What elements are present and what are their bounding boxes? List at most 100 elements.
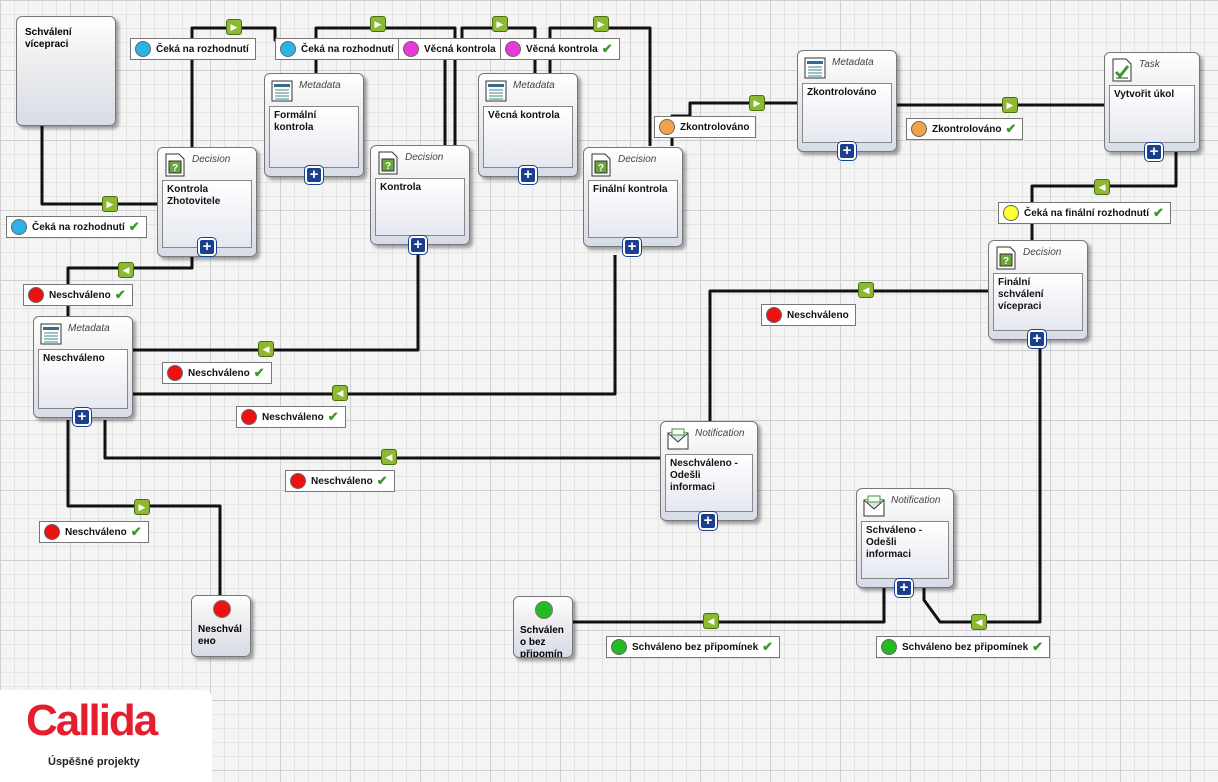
status-badge[interactable]: Věcná kontrola✔	[500, 38, 620, 60]
node-label: Kontrola Zhotovitele	[167, 184, 221, 207]
status-badge[interactable]: Neschváleno✔	[23, 284, 133, 306]
add-step-button[interactable]: +	[1145, 143, 1163, 161]
arrow-left-icon[interactable]: ◀	[703, 613, 719, 629]
blue-status-dot	[135, 41, 151, 57]
add-step-button[interactable]: +	[198, 238, 216, 256]
arrow-right-icon[interactable]: ▶	[593, 16, 609, 32]
arrow-right-icon[interactable]: ▶	[134, 499, 150, 515]
logo-tagline: Úspěšné projekty	[48, 756, 140, 768]
notification-icon	[863, 495, 885, 517]
formalni-kontrola-node[interactable]: Metadata Formální kontrola	[264, 73, 364, 177]
check-icon: ✔	[128, 219, 140, 234]
arrow-left-icon[interactable]: ◀	[971, 614, 987, 630]
neschvaleno-notification-node[interactable]: Notification Neschváleno - Odešli inform…	[660, 421, 758, 521]
neschvaleno-metadata-node[interactable]: Metadata Neschváleno	[33, 316, 133, 418]
status-badge-label: Čeká na rozhodnutí	[32, 221, 125, 233]
connector-notif-to-neschvaleno-meta	[103, 420, 660, 460]
arrow-right-icon[interactable]: ▶	[1002, 97, 1018, 113]
status-badge-label: Zkontrolováno	[680, 121, 750, 133]
add-step-button[interactable]: +	[409, 236, 427, 254]
node-type-label: Notification	[695, 428, 745, 439]
zkontrolovano-node[interactable]: Metadata Zkontrolováno	[797, 50, 897, 152]
arrow-left-icon[interactable]: ◀	[118, 262, 134, 278]
status-badge[interactable]: Schváleno bez připomínek✔	[876, 636, 1051, 658]
orange-status-dot	[659, 119, 675, 135]
finalni-schvaleni-node[interactable]: ? Decision Finální schválení vícepraci	[988, 240, 1088, 340]
add-step-button[interactable]: +	[1028, 330, 1046, 348]
node-label: Věcná kontrola	[488, 110, 560, 121]
node-type-label: Metadata	[832, 57, 874, 68]
end-neschvaleno-node[interactable]: Neschválено	[191, 595, 251, 657]
svg-text:?: ?	[598, 163, 604, 174]
arrow-right-icon[interactable]: ▶	[749, 95, 765, 111]
status-badge[interactable]: Zkontrolováno	[654, 116, 757, 138]
end-schvaleno-node[interactable]: Schválen o bez připomín	[513, 596, 573, 658]
arrow-right-icon[interactable]: ▶	[102, 196, 118, 212]
status-badge-label: Neschváleno	[311, 475, 373, 487]
svg-text:?: ?	[172, 163, 178, 174]
status-badge-label: Věcná kontrola	[526, 43, 598, 55]
arrow-left-icon[interactable]: ◀	[381, 449, 397, 465]
connector-schvaleno-notif-to-end	[573, 588, 886, 624]
metadata-icon	[271, 80, 293, 102]
status-badge-label: Čeká na rozhodnutí	[301, 43, 394, 55]
check-icon: ✔	[130, 524, 142, 539]
yellow-status-dot	[1003, 205, 1019, 221]
start-node[interactable]: Schválení vícepraci	[16, 16, 116, 126]
connector-kontrola-neschvaleno	[133, 255, 420, 352]
check-icon: ✔	[1005, 121, 1017, 136]
add-step-button[interactable]: +	[699, 512, 717, 530]
green-status-dot	[535, 601, 553, 619]
node-type-label: Decision	[618, 154, 657, 165]
status-badge[interactable]: Neschváleno✔	[39, 521, 149, 543]
schvaleno-notification-node[interactable]: Notification Schváleno - Odešli informac…	[856, 488, 954, 588]
add-step-button[interactable]: +	[838, 142, 856, 160]
add-step-button[interactable]: +	[623, 238, 641, 256]
node-type-label: Metadata	[68, 323, 110, 334]
finalni-kontrola-node[interactable]: ? Decision Finální kontrola	[583, 147, 683, 247]
status-badge[interactable]: Neschváleno✔	[236, 406, 346, 428]
add-step-button[interactable]: +	[895, 579, 913, 597]
blue-status-dot	[11, 219, 27, 235]
arrow-left-icon[interactable]: ◀	[332, 385, 348, 401]
node-label: Neschválено	[198, 624, 242, 647]
connector-finalni-schvaleni-to-schvaleno-notif	[922, 342, 1042, 624]
connector-finalni-schvaleni-to-neschvaleno-notif	[708, 289, 988, 423]
arrow-right-icon[interactable]: ▶	[370, 16, 386, 32]
arrow-left-icon[interactable]: ◀	[858, 282, 874, 298]
status-badge-label: Zkontrolováno	[932, 123, 1002, 135]
status-badge[interactable]: Neschváleno	[761, 304, 856, 326]
add-step-button[interactable]: +	[305, 166, 323, 184]
red-status-dot	[213, 600, 231, 618]
status-badge[interactable]: Zkontrolováno✔	[906, 118, 1024, 140]
decision-icon: ?	[996, 246, 1016, 270]
kontrola-node[interactable]: ? Decision Kontrola	[370, 145, 470, 245]
status-badge[interactable]: Čeká na rozhodnutí✔	[6, 216, 147, 238]
magenta-status-dot	[505, 41, 521, 57]
vytvorit-ukol-node[interactable]: Task Vytvořit úkol	[1104, 52, 1200, 152]
notification-icon	[667, 428, 689, 450]
arrow-left-icon[interactable]: ◀	[258, 341, 274, 357]
green-status-dot	[881, 639, 897, 655]
status-badge[interactable]: Čeká na finální rozhodnutí✔	[998, 202, 1171, 224]
vecna-kontrola-node[interactable]: Metadata Věcná kontrola	[478, 73, 578, 177]
status-badge[interactable]: Schváleno bez připomínek✔	[606, 636, 781, 658]
node-label: Finální kontrola	[593, 184, 668, 195]
check-icon: ✔	[1153, 205, 1164, 220]
status-badge[interactable]: Čeká na rozhodnutí	[130, 38, 256, 60]
status-badge[interactable]: Neschváleno✔	[162, 362, 272, 384]
status-badge[interactable]: Čeká na rozhodnutí	[275, 38, 401, 60]
blue-status-dot	[280, 41, 296, 57]
add-step-button[interactable]: +	[73, 408, 91, 426]
connector-start-to-kontrola-zhotovitele	[40, 126, 158, 206]
arrow-left-icon[interactable]: ◀	[1094, 179, 1110, 195]
status-badge-label: Schváleno bez připomínek	[902, 641, 1029, 653]
arrow-right-icon[interactable]: ▶	[226, 19, 242, 35]
status-badge[interactable]: Věcná kontrola	[398, 38, 503, 60]
status-badge[interactable]: Neschváleno✔	[285, 470, 395, 492]
add-step-button[interactable]: +	[519, 166, 537, 184]
arrow-right-icon[interactable]: ▶	[492, 16, 508, 32]
node-type-label: Decision	[405, 152, 444, 163]
node-label: Zkontrolováno	[807, 87, 877, 98]
